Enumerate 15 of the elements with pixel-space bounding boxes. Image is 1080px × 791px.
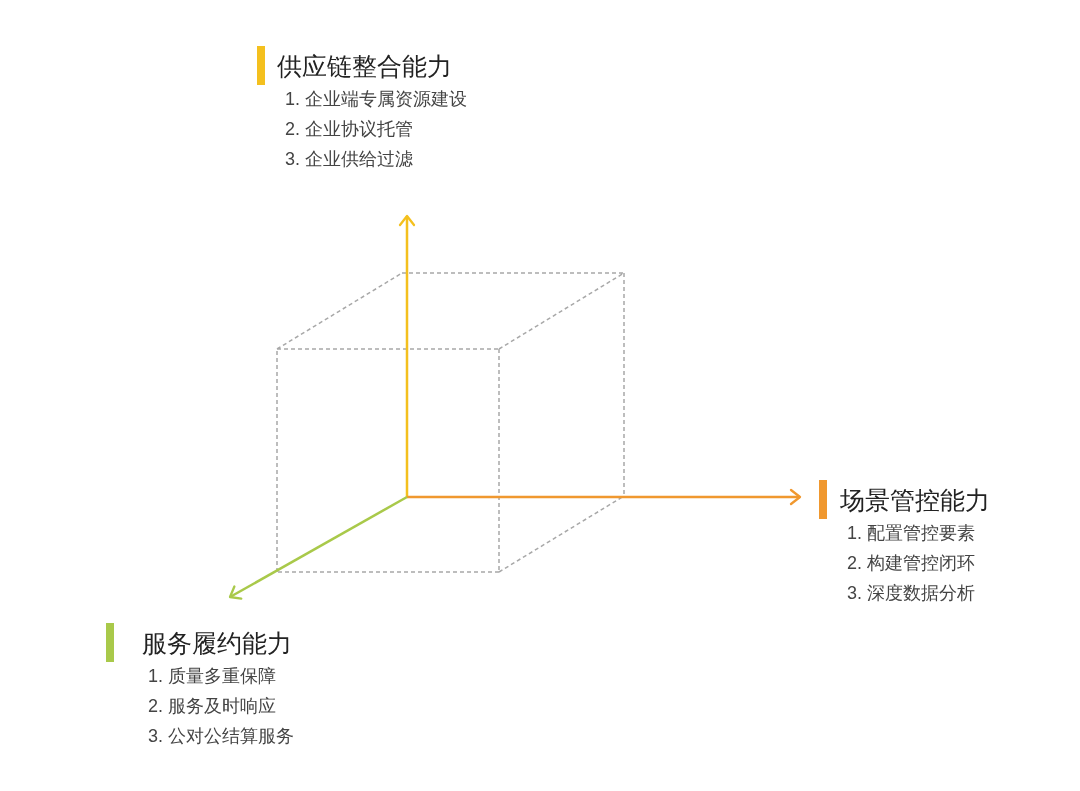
section-heading: 供应链整合能力 (277, 51, 452, 81)
list-item: 2. 服务及时响应 (148, 695, 276, 718)
section-heading: 服务履约能力 (142, 628, 292, 658)
section-heading: 场景管控能力 (840, 485, 990, 515)
list-item: 3. 企业供给过滤 (285, 148, 413, 171)
list-item: 1. 配置管控要素 (847, 522, 975, 545)
list-item: 1. 质量多重保障 (148, 665, 276, 688)
list-item: 3. 公对公结算服务 (148, 725, 294, 748)
list-item: 3. 深度数据分析 (847, 582, 975, 605)
arrow (398, 214, 416, 497)
list-item: 2. 构建管控闭环 (847, 552, 975, 575)
arrow (407, 488, 802, 506)
list-item: 1. 企业端专属资源建设 (285, 88, 467, 111)
arrow (228, 495, 408, 600)
list-item: 2. 企业协议托管 (285, 118, 413, 141)
